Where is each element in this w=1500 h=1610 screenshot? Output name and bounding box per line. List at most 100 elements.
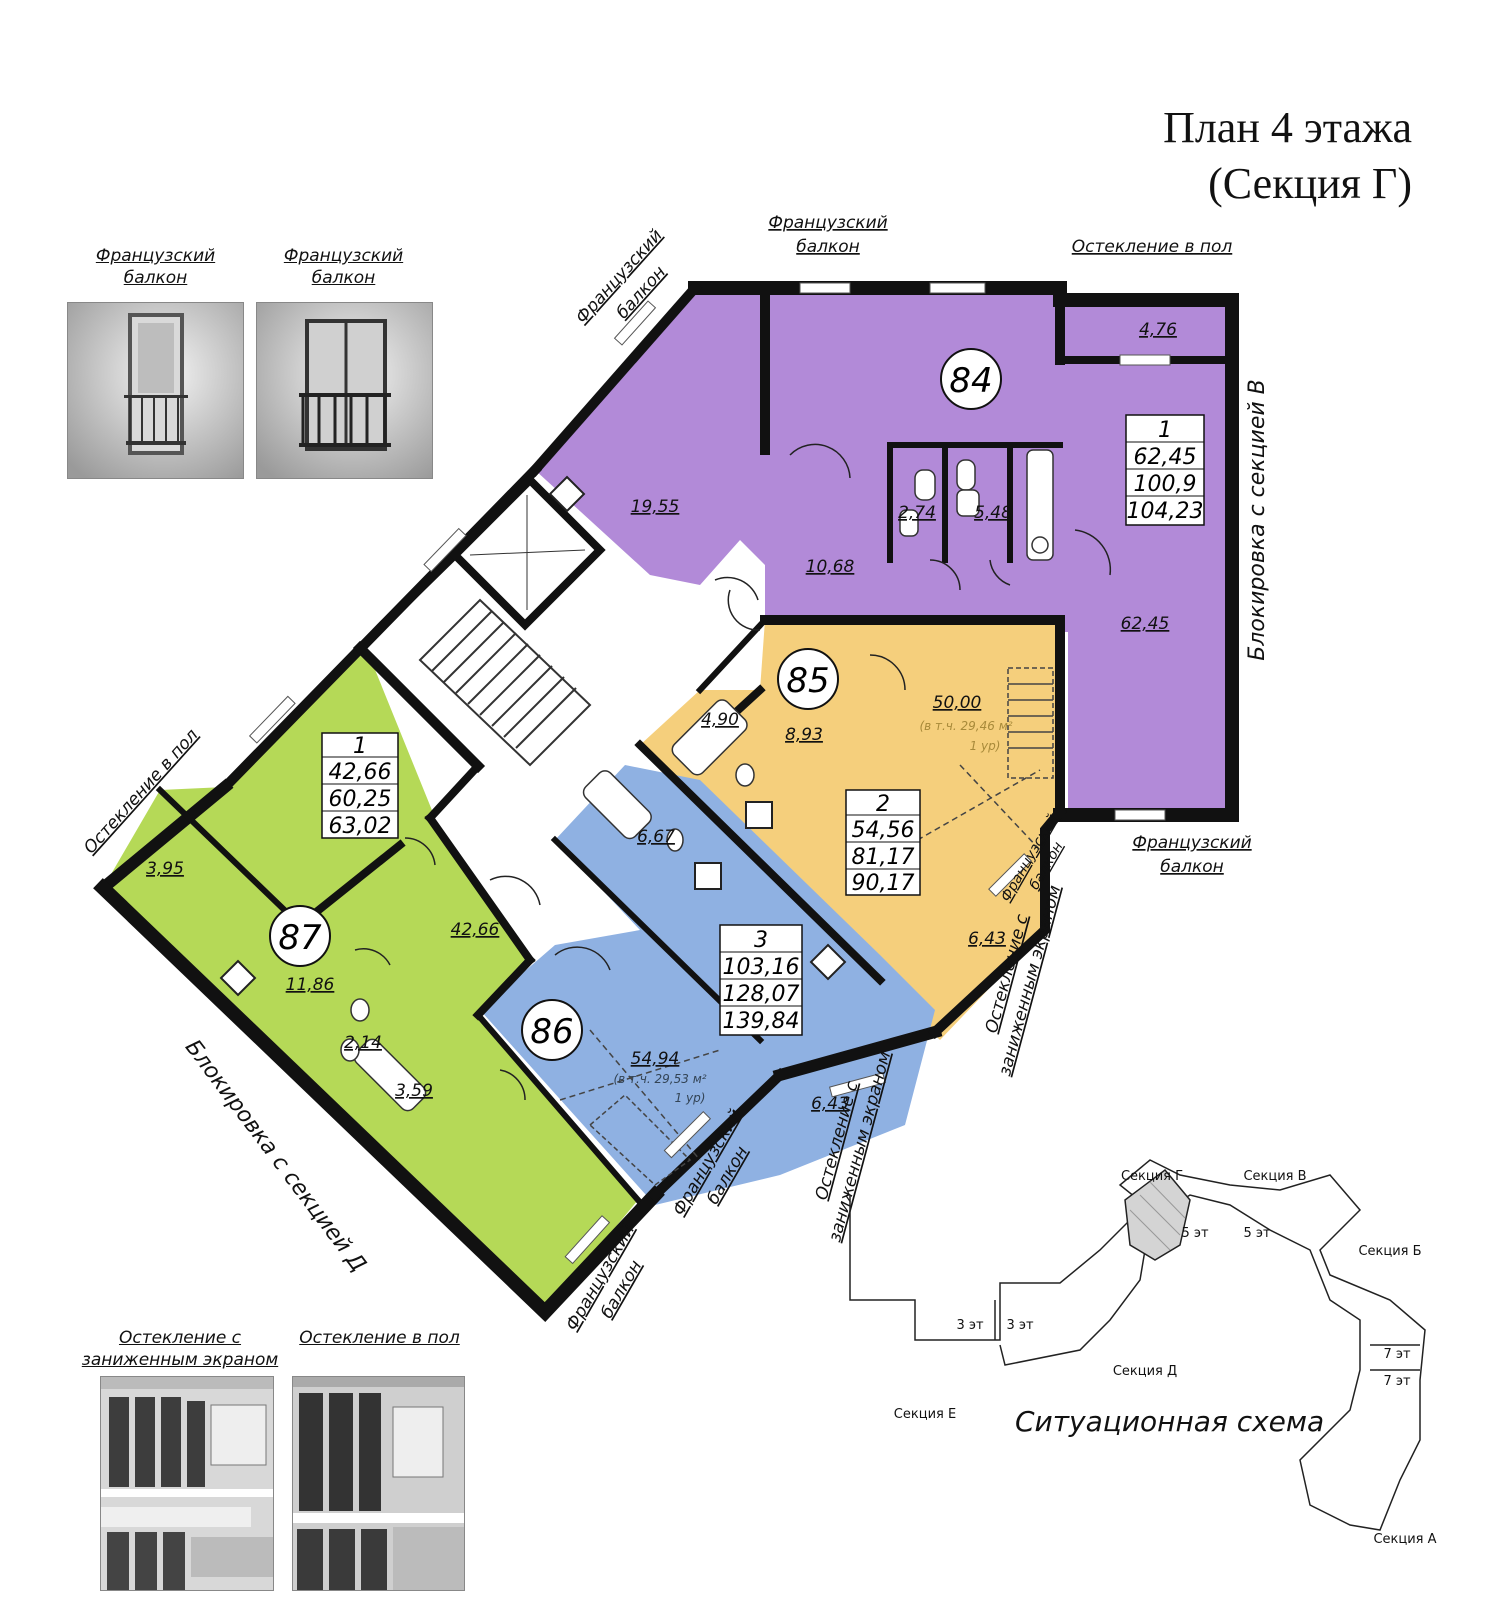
scheme-section-b: Секция Б — [1358, 1244, 1421, 1259]
apartment-86-number: 86 — [530, 1012, 573, 1052]
apartment-number-87: 87 — [269, 905, 331, 967]
scheme-floors-a: 7 эт — [1383, 1374, 1411, 1389]
floor-glazing-illustration — [293, 1377, 464, 1590]
apartment-87-floor — [103, 648, 638, 1312]
scheme-section-v: Секция В — [1243, 1169, 1306, 1184]
area-84-balcony: 4,76 — [1139, 320, 1177, 340]
title-line-2: (Секция Г) — [1208, 159, 1412, 208]
legend-french-balcony-1-image — [67, 302, 244, 479]
scheme-floors-e: 3 эт — [956, 1318, 984, 1333]
scheme-floors-b: 7 эт — [1383, 1347, 1411, 1362]
apartment-84[interactable] — [535, 288, 1232, 815]
apartment-87-total: 60,25 — [329, 787, 392, 812]
apartment-87-number: 87 — [278, 918, 322, 958]
note-86-line1: (в т.ч. 29,53 м² — [613, 1072, 706, 1086]
stairs — [418, 598, 592, 767]
apartment-number-86: 86 — [521, 999, 583, 1061]
apartment-87-living: 42,66 — [329, 760, 392, 785]
title-line-1: План 4 этажа — [1163, 103, 1412, 152]
situation-scheme — [849, 1159, 1426, 1531]
area-85-balcony: 6,43 — [968, 929, 1006, 949]
apartment-86-total: 128,07 — [723, 982, 800, 1007]
area-85-living: 50,00 — [933, 693, 982, 713]
label-french-top-2: балкон — [796, 237, 860, 257]
apartment-85-living: 54,56 — [852, 818, 915, 843]
label-block-v: Блокировка с секцией В — [1245, 379, 1270, 661]
sanitary-fixtures — [340, 449, 1054, 1112]
area-84-hall: 10,68 — [806, 557, 855, 577]
apartment-84-balcony — [1060, 300, 1232, 360]
apartment-84-living: 62,45 — [1134, 445, 1197, 470]
apartment-87-total-balcony: 63,02 — [329, 814, 392, 839]
note-86-line2: 1 ур) — [675, 1091, 706, 1105]
scheme-section-g: Секция Г — [1121, 1169, 1183, 1184]
apartment-87[interactable] — [103, 648, 638, 1312]
area-86-balcony: 6,43 — [811, 1094, 849, 1114]
windows — [248, 282, 1171, 1265]
plan-annotations: Французский балкон Остекление в пол Фран… — [768, 213, 1251, 877]
apartment-number-85: 85 — [777, 648, 839, 710]
area-87-bath: 3,59 — [395, 1081, 433, 1101]
apartment-85-number: 85 — [786, 661, 829, 701]
area-84-living: 62,45 — [1121, 614, 1170, 634]
legend-french-balcony-1-caption: Французский балкон — [95, 246, 216, 288]
door-swings — [354, 443, 1112, 1101]
label-french-right-2: балкон — [1160, 857, 1224, 877]
legend-french-balcony-2-image — [256, 302, 433, 479]
low-screen-glazing-illustration — [101, 1377, 273, 1590]
area-87-living: 42,66 — [451, 920, 500, 940]
apartment-number-84: 84 — [940, 348, 1002, 410]
area-87-wc: 2,14 — [344, 1033, 382, 1053]
apartment-84-number: 84 — [949, 361, 992, 401]
apartment-86-note: (в т.ч. 29,53 м² 1 ур) — [613, 1072, 706, 1105]
apartment-86-rooms: 3 — [754, 928, 768, 953]
scheme-section-e: Секция Е — [894, 1407, 956, 1422]
apartment-87-rooms: 1 — [353, 734, 367, 759]
walls — [93, 280, 1239, 1322]
area-84-wc: 2,74 — [898, 503, 936, 523]
legend-french-balcony-2-caption: Французский балкон — [283, 246, 404, 288]
scheme-section-a: Секция А — [1373, 1532, 1436, 1547]
apartment-85-rooms: 2 — [876, 792, 890, 817]
area-87-balcony: 3,95 — [146, 859, 184, 879]
scheme-section-d: Секция Д — [1113, 1364, 1177, 1379]
legend-floor-glazing-image — [292, 1376, 465, 1591]
area-87-kitchen: 11,86 — [286, 975, 335, 995]
elevator-shaft — [449, 474, 606, 631]
label-floor-glazing-top: Остекление в пол — [1072, 237, 1233, 257]
apartment-86-info-box: 3 103,16 128,07 139,84 — [719, 924, 803, 1036]
label-french-top-1: Французский — [768, 213, 887, 233]
apartment-85-info-box: 2 54,56 81,17 90,17 — [845, 789, 921, 896]
scheme-floors-g: 5 эт — [1181, 1226, 1209, 1241]
area-85-bath: 4,90 — [701, 710, 739, 730]
label-french-right-1: Французский — [1132, 833, 1251, 853]
french-balcony-2-illustration — [257, 303, 432, 478]
situation-scheme-labels: Секция Г Секция В Секция Б Секция Д Секц… — [894, 1169, 1437, 1547]
area-86-living: 54,94 — [631, 1049, 680, 1069]
apartment-85-total-balcony: 90,17 — [852, 871, 915, 896]
legend-floor-glazing-caption: Остекление в пол — [299, 1328, 460, 1348]
scheme-floors-d: 3 эт — [1006, 1318, 1034, 1333]
area-85-hall: 8,93 — [785, 725, 823, 745]
french-balcony-1-illustration — [68, 303, 243, 478]
legend-low-screen-glazing-caption: Остекление с заниженным экраном — [81, 1328, 279, 1370]
apartment-86-living: 103,16 — [723, 955, 800, 980]
apartment-84-total-balcony: 104,23 — [1127, 499, 1204, 524]
page-title: План 4 этажа (Секция Г) — [1163, 100, 1412, 212]
apartment-85-note: (в т.ч. 29,46 м² 1 ур) — [919, 719, 1012, 753]
note-85-line1: (в т.ч. 29,46 м² — [919, 719, 1012, 733]
area-84-bath: 5,48 — [974, 503, 1012, 523]
note-85-line2: 1 ур) — [970, 739, 1001, 753]
apartment-87-info-box: 1 42,66 60,25 63,02 — [321, 732, 399, 839]
apartment-85-total: 81,17 — [852, 845, 915, 870]
legend-low-screen-glazing-image — [100, 1376, 274, 1591]
scheme-floors-v: 5 эт — [1243, 1226, 1271, 1241]
stove-icons — [219, 475, 847, 997]
area-84-kitchen: 19,55 — [631, 497, 680, 517]
internal-stair-85 — [899, 667, 1054, 851]
apartment-84-info-box: 1 62,45 100,9 104,23 — [1125, 414, 1205, 526]
area-86-bath: 6,67 — [637, 827, 675, 847]
apartment-84-floor — [535, 288, 1232, 815]
room-areas: 4,76 19,55 10,68 2,74 5,48 62,45 4,90 8,… — [146, 320, 1177, 1114]
